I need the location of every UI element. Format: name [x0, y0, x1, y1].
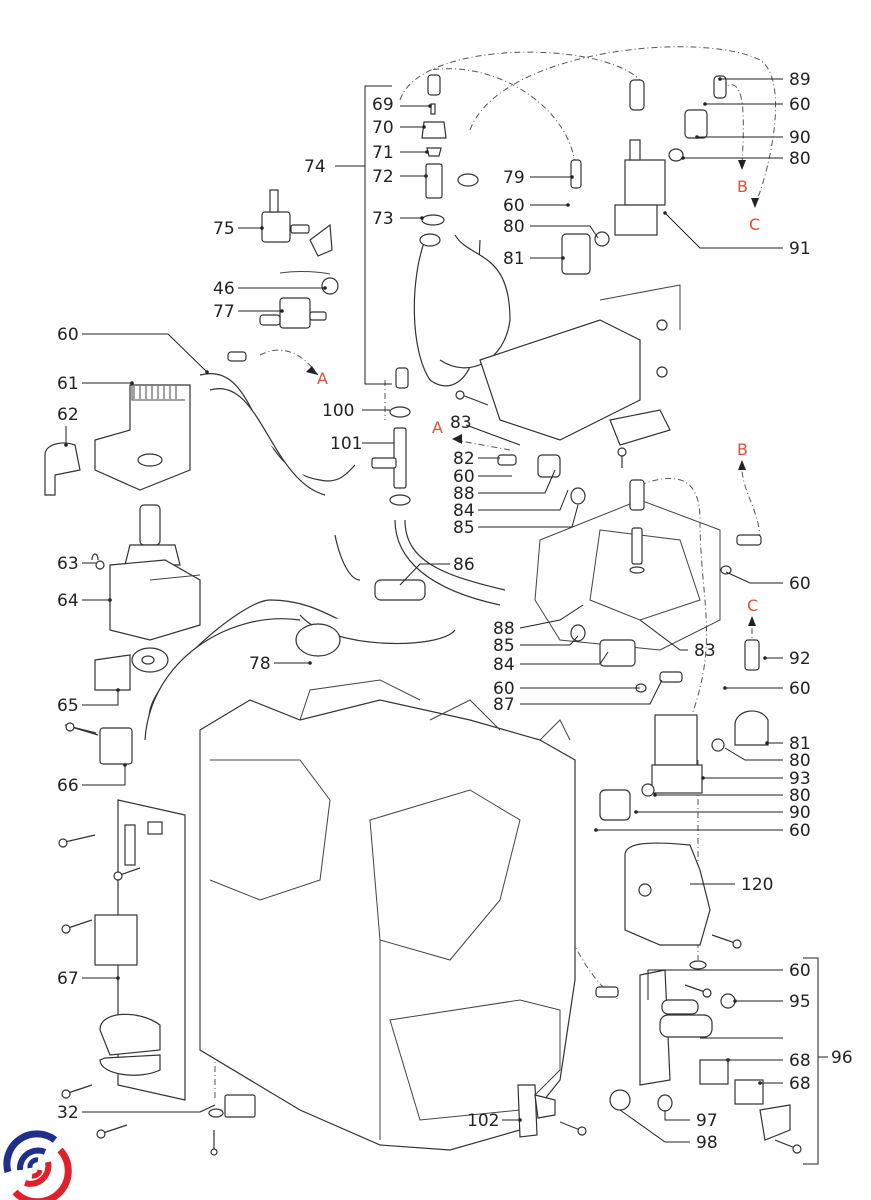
thermostats [259, 189, 339, 329]
callout-84-lower: 84 [493, 655, 515, 675]
callout-81-upper: 81 [503, 249, 525, 269]
arrow-to-C-lower [748, 616, 756, 626]
callout-97: 97 [696, 1111, 718, 1131]
ref-letter-C-lower: C [747, 596, 758, 615]
callout-93: 93 [789, 769, 811, 789]
callout-62: 62 [57, 405, 79, 425]
callout-84-upper: 84 [453, 501, 475, 521]
ref-letter-A-upper: A [317, 369, 328, 388]
callout-92: 92 [789, 649, 811, 669]
callout-98: 98 [696, 1133, 718, 1153]
main-housing [199, 679, 576, 1151]
arrow-to-C-upper [751, 198, 759, 208]
callout-65: 65 [57, 696, 79, 716]
leader-dots [64, 77, 769, 1122]
callout-63: 63 [57, 554, 79, 574]
callout-73: 73 [372, 209, 394, 229]
callout-67: 67 [57, 969, 79, 989]
boiler-assembly [413, 173, 681, 446]
ref-letter-B-upper: B [737, 177, 748, 196]
callout-90-lower: 90 [789, 803, 811, 823]
reference-arrows [306, 160, 759, 626]
callout-102: 102 [467, 1111, 499, 1131]
pump-assembly [64, 504, 201, 765]
callout-91: 91 [789, 239, 811, 259]
callout-68-a: 68 [789, 1051, 811, 1071]
arrow-to-B-lower [738, 460, 746, 470]
reference-letters: A A B B C C [317, 177, 760, 615]
callout-78: 78 [249, 654, 271, 674]
callout-66: 66 [57, 776, 79, 796]
arrow-to-A-upper [306, 366, 318, 375]
heatsink-fins [133, 386, 177, 399]
callout-74: 74 [304, 157, 326, 177]
callout-81-lower: 81 [789, 734, 811, 754]
callout-95: 95 [789, 992, 811, 1012]
arrow-to-A-middle [452, 434, 462, 444]
fitting-stack [421, 74, 447, 226]
callout-60-top-right: 60 [789, 95, 811, 115]
callout-64: 64 [57, 591, 79, 611]
ref-letter-B-lower: B [737, 440, 748, 459]
callout-96: 96 [831, 1048, 853, 1068]
callout-89: 89 [789, 70, 811, 90]
callout-71: 71 [372, 143, 394, 163]
callout-79: 79 [503, 168, 525, 188]
callout-60-lower-fitting: 60 [493, 679, 515, 699]
callout-80-upper: 80 [503, 217, 525, 237]
callout-60-switch: 60 [789, 961, 811, 981]
arrow-to-B-upper [738, 160, 746, 170]
callout-83-upper: 83 [450, 413, 472, 433]
callout-85-lower: 85 [493, 636, 515, 656]
circuit-board [94, 799, 186, 1101]
callout-61: 61 [57, 374, 79, 394]
callout-80-top-right: 80 [789, 149, 811, 169]
leader-lines [65, 78, 828, 1165]
callout-60-lower: 60 [789, 821, 811, 841]
callout-100: 100 [322, 401, 354, 421]
callout-46: 46 [213, 279, 235, 299]
callout-72: 72 [372, 167, 394, 187]
callout-101: 101 [330, 434, 362, 454]
callout-69: 69 [372, 95, 394, 115]
callout-60-fitting: 60 [453, 467, 475, 487]
brand-swirl-logo-icon [3, 1130, 72, 1200]
callout-80-lower-b: 80 [789, 786, 811, 806]
callout-82: 82 [453, 449, 475, 469]
hoses [144, 367, 506, 741]
bracket [624, 842, 711, 970]
callout-86: 86 [453, 555, 475, 575]
small-parts-bottom [208, 1084, 556, 1138]
callout-60-upper: 60 [503, 196, 525, 216]
callout-83-lower: 83 [694, 641, 716, 661]
callout-80-lower-a: 80 [789, 751, 811, 771]
ref-letter-C-upper: C [749, 215, 760, 234]
switch-assembly [595, 969, 791, 1141]
callout-87: 87 [493, 695, 515, 715]
callout-70: 70 [372, 118, 394, 138]
callout-60-valve-block: 60 [789, 574, 811, 594]
valve-block [497, 454, 762, 693]
ref-letter-A-middle: A [432, 418, 443, 437]
callout-85-upper: 85 [453, 518, 475, 538]
callout-32: 32 [57, 1103, 79, 1123]
flowmeter-assembly [44, 351, 356, 496]
callout-60-flowmeter: 60 [57, 325, 79, 345]
solenoid-valve-upper [561, 75, 727, 275]
callout-labels: 69 70 71 72 73 74 75 46 77 60 61 62 63 6… [57, 70, 853, 1153]
callout-77: 77 [213, 302, 235, 322]
callout-68-b: 68 [789, 1074, 811, 1094]
callout-60-right: 60 [789, 679, 811, 699]
callout-90-upper: 90 [789, 128, 811, 148]
callout-75: 75 [213, 219, 235, 239]
callout-88-lower: 88 [493, 619, 515, 639]
callout-88-upper: 88 [453, 484, 475, 504]
screws [58, 390, 802, 1156]
callout-120: 120 [741, 875, 773, 895]
solenoid-valve-lower [599, 639, 769, 821]
